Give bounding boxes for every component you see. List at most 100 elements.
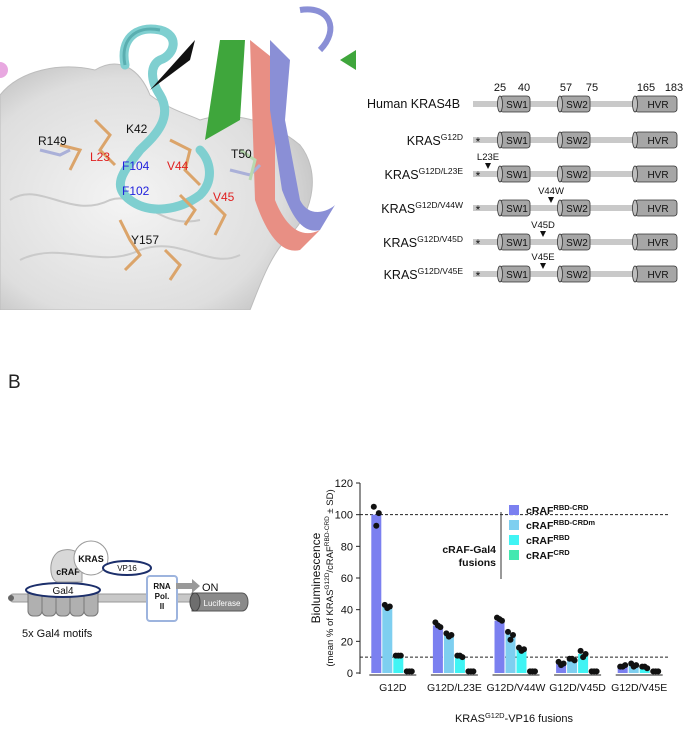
bar [454,655,465,673]
bar [617,666,628,673]
residue-k42: K42 [126,122,148,136]
y-tick-label: 80 [341,541,353,553]
data-point [505,628,511,635]
data-point [456,652,463,659]
domain-label-sw2: SW2 [566,136,588,147]
legend-swatch [509,520,519,530]
xlabel-base: KRAS [455,713,485,725]
data-point [630,663,637,670]
ylabel-sub-post: ± SD) [325,489,336,516]
construct-base: KRAS [384,268,418,282]
domain-label-hvr: HVR [647,136,668,147]
green-strand [205,40,245,140]
tick-165: 165 [637,82,655,94]
x-axis-label: KRASG12D-VP16 fusions [455,711,574,725]
on-arrow-icon [176,579,200,593]
domain-label-sw1: SW1 [506,136,528,147]
domain-cap [632,95,638,113]
bar [371,514,382,673]
tick-40: 40 [518,82,530,94]
y-tick-label: 40 [341,605,353,617]
construct-sup: G12D/L23E [419,166,464,176]
assay-schematic: Gal4 cRAF KRAS VP16 RNA Pol. II ON Lucif… [0,500,250,650]
data-point [375,510,382,517]
domain-label-sw1: SW1 [506,270,528,281]
tick-57: 57 [560,82,572,94]
mutation-arrow-icon [548,197,554,203]
assay-schematic-svg: Gal4 cRAF KRAS VP16 RNA Pol. II ON Lucif… [8,540,249,640]
data-point [591,668,598,675]
mutation-star: * [476,203,481,217]
data-point [445,633,452,640]
legend-swatch [509,535,519,545]
data-point [395,652,402,659]
construct-row: SW1 SW2 HVR * [473,131,678,149]
domain-label-sw2: SW2 [566,270,588,281]
bar [567,658,578,673]
construct-sup: G12D/V45E [418,266,464,276]
mutation-arrow-icon [540,263,546,269]
mutation-label: L23E [477,152,499,163]
purple-strand [270,40,335,231]
legend-name: cRAF [526,550,554,562]
legend-swatch [509,550,519,560]
mutation-star: * [476,135,481,149]
data-point [496,616,503,623]
ylabel-sub-mid: /cRAF [325,546,336,573]
y-axis-label-group: Bioluminescence(mean % of KRASG12D/cRAFR… [309,489,336,666]
domain-label-sw2: SW2 [566,170,588,181]
mutation-label: V45D [531,220,555,231]
domain-cap [497,131,503,149]
legend-name: cRAF [526,520,554,532]
category-label: G12D/V45D [549,682,606,694]
construct-label: KRASG12D/V45D [383,234,463,250]
ylabel-sub-sup1: G12D [324,572,331,589]
domain-label-sw2: SW2 [566,238,588,249]
legend-title-2: fusions [459,557,496,569]
domain-cap [632,165,638,183]
data-point [558,662,565,669]
domain-cap [632,131,638,149]
bar [382,606,393,673]
data-point [373,522,380,529]
y-axis-label: Bioluminescence [309,532,323,623]
residue-v45: V45 [213,190,235,204]
legend-name: cRAF [526,535,554,547]
residue-t50: T50 [231,147,252,161]
legend-name-sup: RBD-CRD [553,503,589,512]
legend-entry: cRAFCRD [526,548,570,562]
y-tick-label: 20 [341,636,353,648]
domain-label-sw1: SW1 [506,170,528,181]
luciferase-label: Luciferase [204,599,241,608]
residue-r149: R149 [38,134,67,148]
residue-l23: L23 [90,150,110,164]
mutation-star: * [476,169,481,183]
data-point [577,647,584,654]
tick-25: 25 [494,82,506,94]
vp16-ellipse [102,560,152,576]
data-point [406,668,413,675]
cyan-ribbon [115,24,214,214]
construct-label: KRASG12D/V45E [384,266,464,282]
domain-label-sw1: SW1 [506,204,528,215]
gal4-motifs-label: 5x Gal4 motifs [22,628,93,640]
rna-pol-box [146,575,178,622]
domain-label-hvr: HVR [647,100,668,111]
domain-cap [557,265,563,283]
construct-sup: G12D/V45D [417,234,463,244]
gal4-label: Gal4 [52,586,74,597]
legend-entry: cRAFRBD-CRDm [526,518,595,532]
kras-label: KRAS [78,554,104,564]
construct-label: KRASG12D/L23E [385,166,464,182]
mutation-star: * [476,237,481,251]
legend-name-sup: CRD [553,548,570,557]
category-label: G12D [379,682,407,694]
residue-f104: F104 [122,159,150,173]
construct-sup: G12D/V44W [415,200,463,210]
bar [432,625,443,673]
